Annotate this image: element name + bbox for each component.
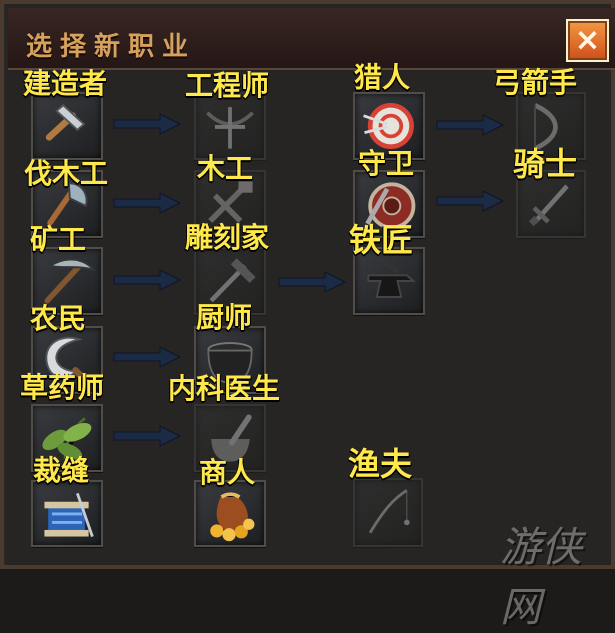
label-guard: 守卫 (358, 147, 415, 180)
pickaxe-icon (44, 258, 97, 304)
label-woodcutter: 伐木工 (24, 157, 109, 190)
profession-slot-chef[interactable] (194, 326, 266, 394)
label-miner: 矿工 (30, 223, 87, 256)
shield-icon (365, 182, 416, 230)
chisel-icon (209, 258, 256, 303)
label-sculptor: 雕刻家 (185, 221, 270, 254)
label-chef: 厨师 (196, 301, 253, 334)
label-archer: 弓箭手 (493, 66, 578, 99)
fishing-rod-icon (368, 489, 410, 534)
thread-spool-icon (44, 492, 94, 538)
label-carpenter: 木工 (197, 152, 254, 185)
label-hunter: 猎人 (354, 61, 411, 94)
upgrade-arrow-icon (436, 114, 505, 136)
profession-slot-farmer[interactable] (31, 326, 103, 394)
profession-slot-fisher[interactable] (353, 478, 423, 547)
upgrade-arrow-icon (436, 190, 505, 212)
profession-slot-woodcutter[interactable] (31, 170, 103, 238)
label-tailor: 裁缝 (33, 454, 90, 487)
coin-bag-icon (210, 492, 255, 542)
site-watermark: 游侠网 (500, 523, 582, 631)
mortar-icon (211, 414, 252, 462)
profession-slot-sculptor[interactable] (194, 247, 266, 315)
window-title: 选择新职业 (26, 32, 197, 62)
label-engineer: 工程师 (185, 69, 270, 102)
profession-slot-merchant[interactable] (194, 480, 266, 547)
label-herbalist: 草药师 (20, 371, 105, 404)
profession-slot-knight[interactable] (516, 170, 586, 238)
upgrade-arrow-icon (113, 269, 182, 291)
close-button[interactable]: × (566, 19, 609, 62)
profession-slot-archer[interactable] (516, 92, 586, 160)
label-merchant: 商人 (199, 456, 256, 489)
label-builder: 建造者 (23, 67, 108, 100)
crossbow-icon (206, 107, 254, 149)
bow-icon (533, 103, 558, 151)
herb-icon (42, 417, 92, 460)
anvil-icon (367, 259, 417, 298)
profession-slot-physician[interactable] (194, 404, 266, 472)
upgrade-arrow-icon (113, 346, 182, 368)
profession-slot-hunter[interactable] (353, 92, 425, 160)
label-fisher: 渔夫 (348, 445, 413, 483)
woodworking-icon (208, 181, 253, 223)
sword-icon (528, 184, 569, 227)
label-physician: 内科医生 (168, 372, 281, 405)
upgrade-arrow-icon (113, 113, 182, 135)
profession-slot-engineer[interactable] (194, 92, 266, 160)
profession-slot-carpenter[interactable] (194, 170, 266, 238)
close-icon: × (574, 22, 601, 58)
upgrade-arrow-icon (113, 425, 182, 447)
label-knight: 骑士 (513, 145, 578, 183)
profession-slot-miner[interactable] (31, 247, 103, 315)
hammer-icon (45, 104, 86, 141)
profession-slot-builder[interactable] (31, 92, 103, 160)
upgrade-arrow-icon (278, 271, 347, 293)
profession-slot-tailor[interactable] (31, 480, 103, 547)
cauldron-icon (207, 342, 253, 390)
profession-slot-blacksmith[interactable] (353, 247, 425, 315)
sickle-icon (45, 336, 91, 386)
profession-slot-herbalist[interactable] (31, 404, 103, 472)
target-icon (363, 102, 414, 150)
label-farmer: 农民 (30, 302, 87, 335)
window-titlebar: 选择新职业 (8, 8, 615, 70)
profession-slot-guard[interactable] (353, 170, 425, 238)
upgrade-arrow-icon (113, 192, 182, 214)
axe-icon (47, 182, 88, 226)
label-blacksmith: 铁匠 (349, 221, 414, 259)
